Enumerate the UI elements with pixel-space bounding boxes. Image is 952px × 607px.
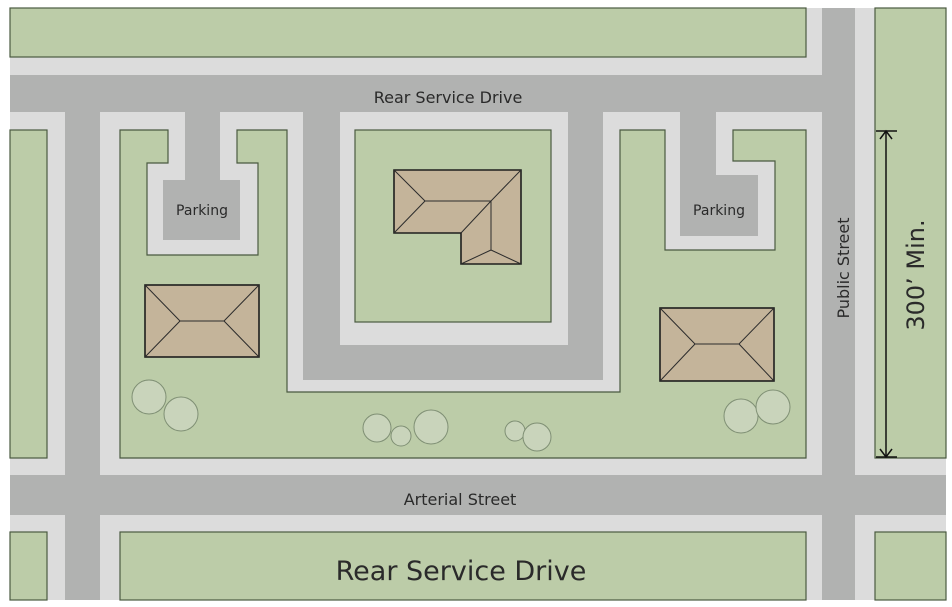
tree-icon [362,413,392,443]
house-center [393,169,522,265]
parking-lot-left [163,180,240,240]
house-right [659,307,775,382]
label-rear-service-drive-bottom: Rear Service Drive [336,556,587,587]
lawn-bottom-middle [119,531,807,601]
house-left [144,284,260,358]
label-dimension: 300’ Min. [902,219,930,330]
tree-icon [723,398,759,434]
tree-icon [504,420,526,442]
lawn-main-lot [119,129,807,459]
tree-icon [390,425,412,447]
parking-driveway-left [185,112,220,182]
rear-drive-bottom [303,345,603,380]
tree-icon [131,379,167,415]
lawn-bottom-right [874,531,947,601]
label-parking-left: Parking [176,203,228,219]
label-public-street: Public Street [834,217,853,318]
rear-drive-left-arm [303,112,340,380]
rear-drive-right-arm [568,112,603,380]
tree-icon [163,396,199,432]
parking-driveway-right [680,112,716,177]
lawn-right [874,7,947,459]
trees [131,379,791,452]
label-rear-service-drive-top: Rear Service Drive [374,88,523,107]
tree-icon [755,389,791,425]
lawn-bottom-left [9,531,48,601]
label-parking-right: Parking [693,203,745,219]
label-arterial-street: Arterial Street [404,490,517,509]
lawn-top [9,7,807,58]
lawn-left [9,129,48,459]
tree-icon [413,409,449,445]
parking-lot-right [680,175,758,236]
tree-icon [522,422,552,452]
dimension-line [876,129,897,459]
